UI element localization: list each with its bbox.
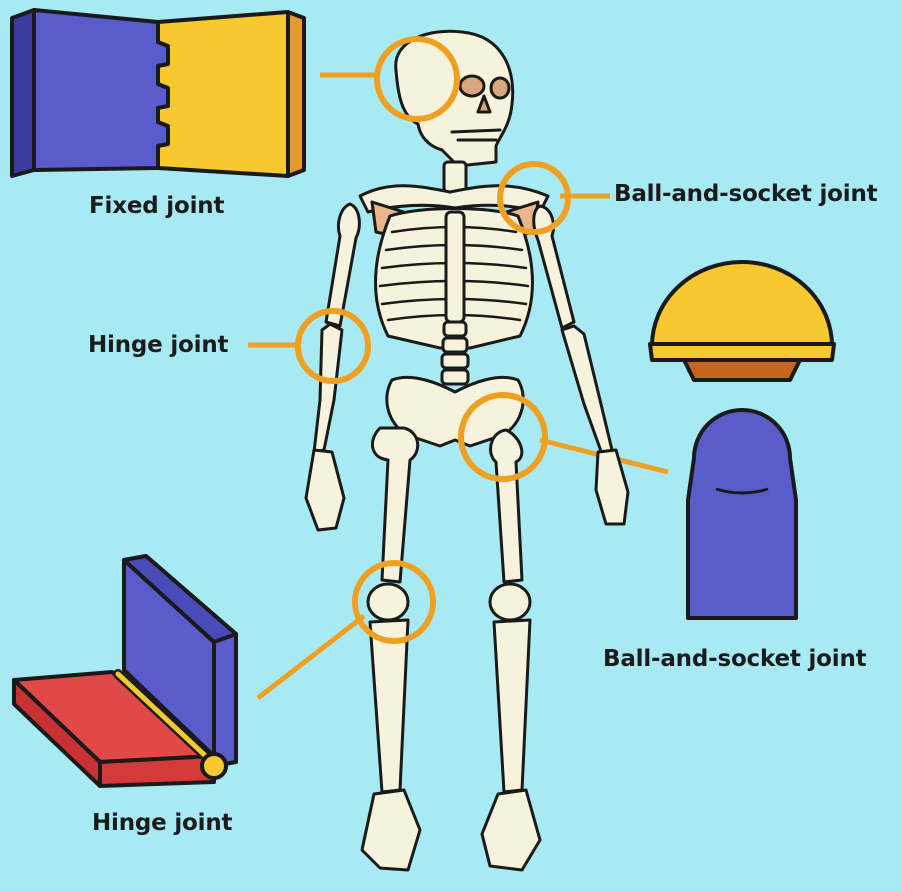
- label-hinge-model: Hinge joint: [92, 810, 232, 836]
- label-ball-socket-shoulder: Ball-and-socket joint: [614, 181, 877, 207]
- fixed-joint-model: [12, 10, 304, 176]
- label-hinge-elbow: Hinge joint: [88, 332, 228, 358]
- label-fixed-joint: Fixed joint: [89, 193, 224, 219]
- spine: [442, 322, 468, 384]
- cervical-spine: [444, 162, 466, 192]
- label-ball-socket-model: Ball-and-socket joint: [603, 646, 866, 672]
